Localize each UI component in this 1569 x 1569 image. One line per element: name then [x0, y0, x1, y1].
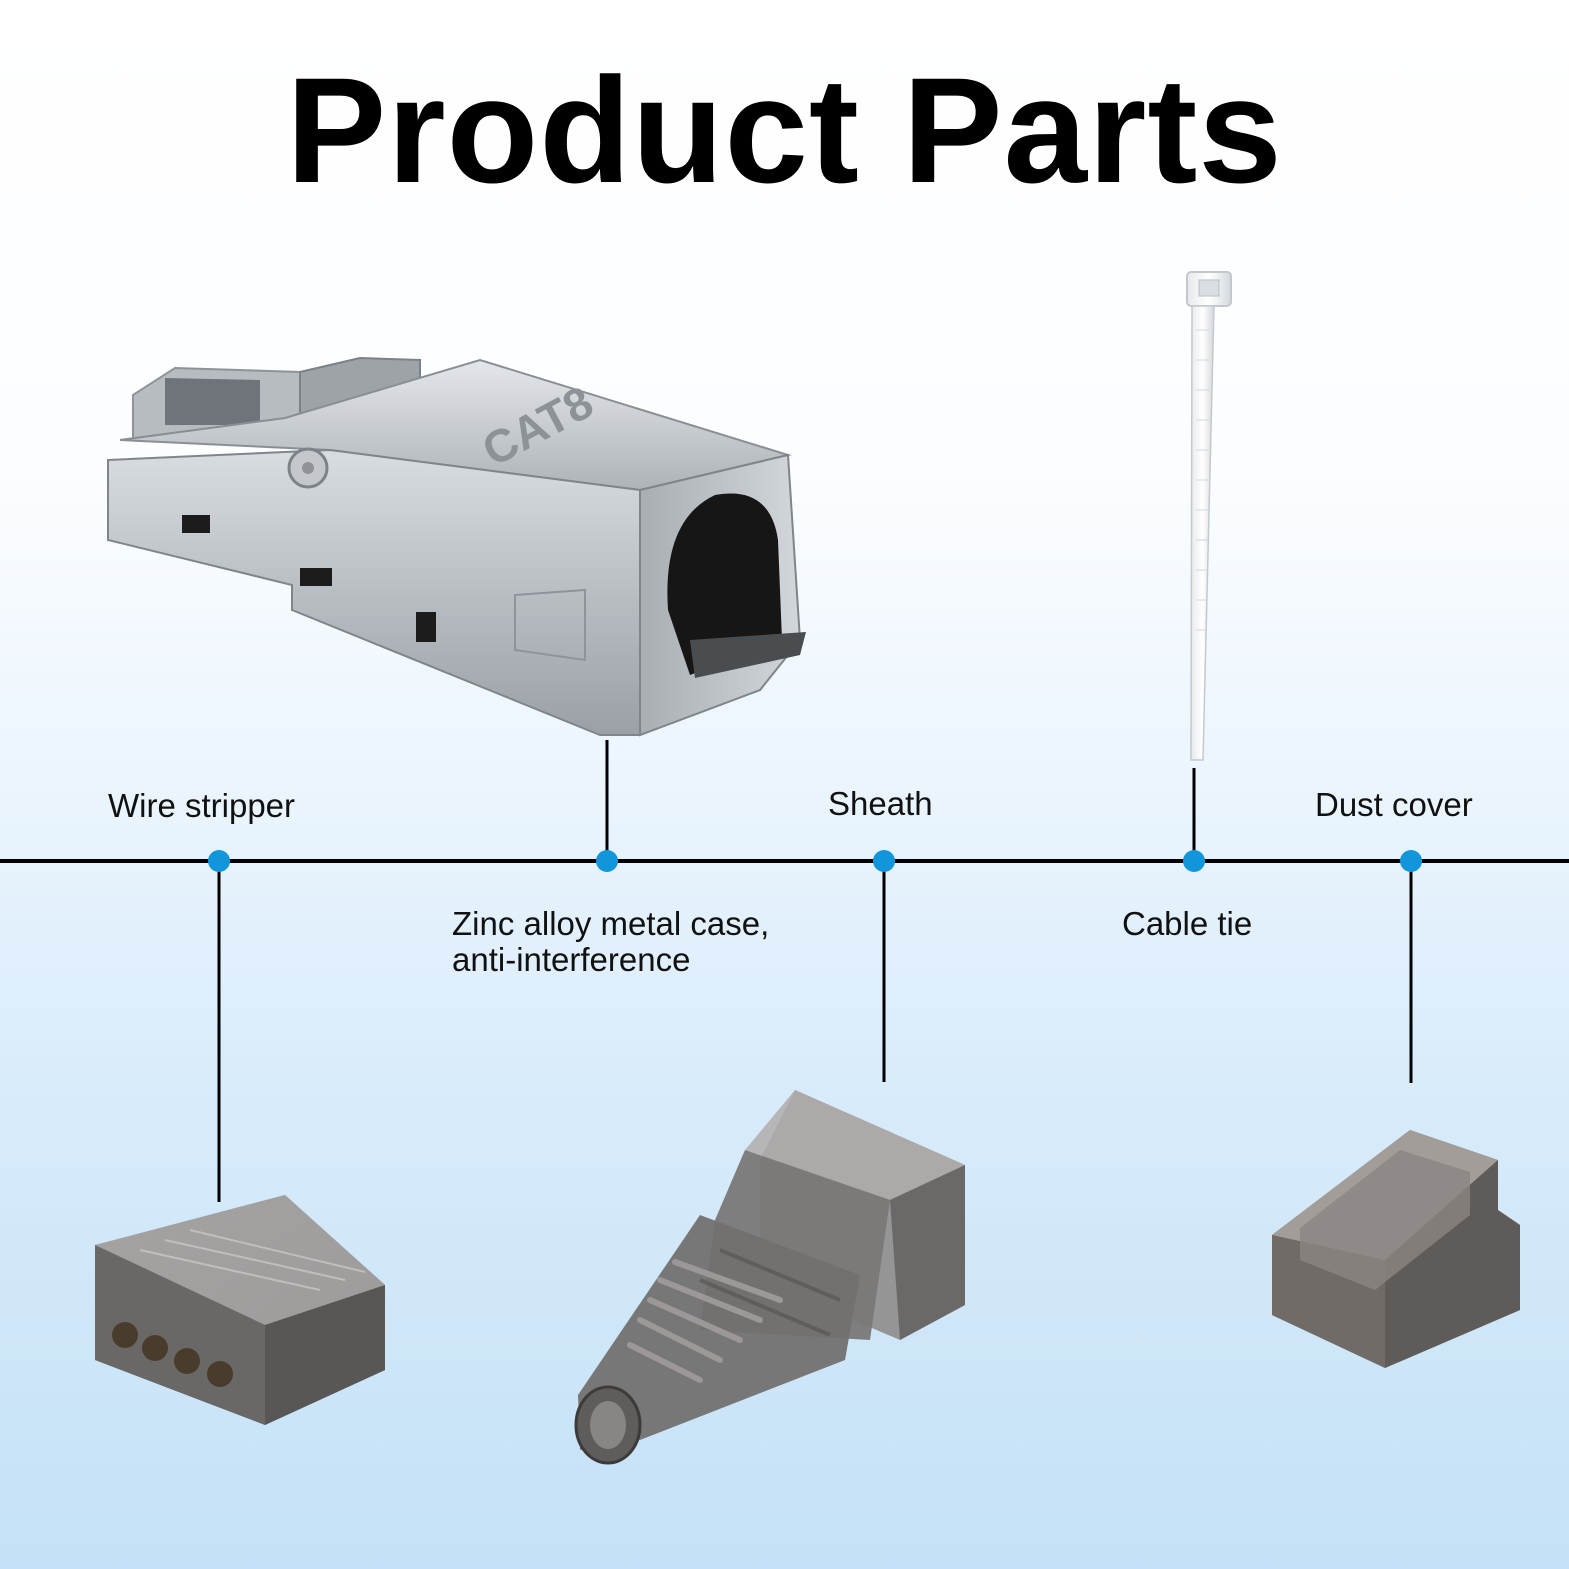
wire-stripper-dot	[208, 850, 230, 872]
sheath-icon	[574, 1090, 965, 1465]
sheath-dot	[873, 850, 895, 872]
label-wire-stripper: Wire stripper	[108, 787, 296, 824]
metal-case-icon: CAT8	[107, 356, 806, 737]
metal-case-dot	[596, 850, 618, 872]
cable-tie-dot	[1183, 850, 1205, 872]
wire-stripper-icon	[95, 1195, 385, 1425]
dust-cover-icon	[1272, 1130, 1520, 1368]
label-sheath: Sheath	[828, 785, 933, 822]
label-cable-tie: Cable tie	[1122, 905, 1253, 942]
cable-tie-icon	[1186, 271, 1232, 761]
label-metal-case-line2: anti-interference	[452, 941, 691, 978]
label-dust-cover: Dust cover	[1315, 786, 1473, 823]
dust-cover-dot	[1400, 850, 1422, 872]
page-title: Product Parts	[286, 46, 1283, 214]
label-metal-case-line1: Zinc alloy metal case,	[452, 905, 770, 942]
